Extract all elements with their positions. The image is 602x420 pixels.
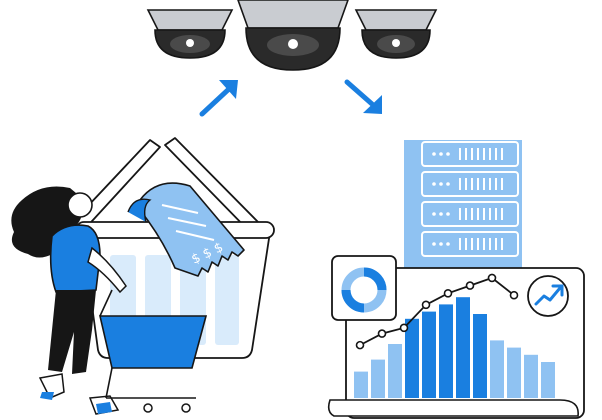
trend-point xyxy=(421,300,431,310)
server-unit xyxy=(421,171,519,197)
dashboard-trend-line xyxy=(355,273,519,350)
receipt-icon: $ $ $ xyxy=(127,182,245,277)
trend-point xyxy=(443,288,453,298)
trend-point xyxy=(355,340,365,350)
server-led xyxy=(432,182,436,186)
dashboard-bar xyxy=(473,314,487,398)
dashboard-bar xyxy=(388,344,402,398)
server-rack xyxy=(404,140,522,270)
trend-point xyxy=(377,329,387,338)
trend-point xyxy=(399,323,409,333)
server-led xyxy=(432,212,436,216)
trend-up-icon xyxy=(527,275,569,317)
server-led xyxy=(446,212,450,216)
server-led xyxy=(446,152,450,156)
arrow-down-right-icon xyxy=(344,79,382,114)
trend-point xyxy=(509,290,519,300)
server-led xyxy=(432,242,436,246)
dashboard-bar xyxy=(422,311,436,398)
server-unit xyxy=(421,141,519,167)
server-led xyxy=(439,182,443,186)
dashboard-bar xyxy=(371,359,385,398)
dashboard-bar xyxy=(456,297,470,398)
security-camera-right xyxy=(354,9,438,59)
dashboard-bar xyxy=(354,371,368,398)
server-led xyxy=(439,152,443,156)
trend-point xyxy=(487,273,497,283)
server-led xyxy=(432,152,436,156)
trend-point xyxy=(465,281,475,290)
server-unit xyxy=(421,231,519,257)
dashboard-bar xyxy=(405,318,419,398)
dashboard-bar xyxy=(541,362,555,398)
dashboard-bar xyxy=(439,304,453,398)
server-unit xyxy=(421,201,519,227)
arrow-up-right-icon xyxy=(199,80,238,117)
server-led xyxy=(439,212,443,216)
server-led xyxy=(446,242,450,246)
dashboard-bar xyxy=(507,347,521,398)
security-camera-left xyxy=(146,9,234,59)
dashboard-bars xyxy=(354,297,555,398)
server-led xyxy=(439,242,443,246)
analytics-dashboard xyxy=(327,267,585,419)
dashboard-bar xyxy=(524,354,538,398)
shopper-figure xyxy=(11,186,127,415)
donut-chart-icon xyxy=(331,255,397,321)
dashboard-bar xyxy=(490,340,504,398)
server-led xyxy=(446,182,450,186)
shopping-cart xyxy=(98,289,208,413)
security-camera-center xyxy=(237,0,349,71)
